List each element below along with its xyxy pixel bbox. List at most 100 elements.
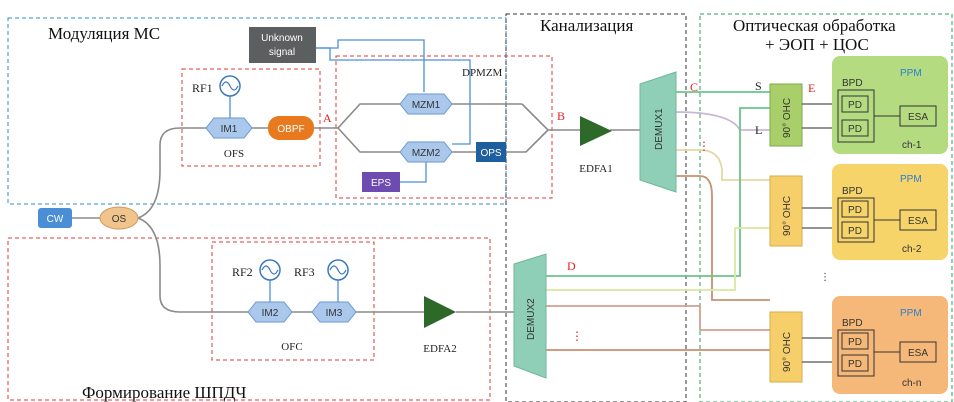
edfa1-label: EDFA1	[579, 163, 612, 175]
chn-bpd-frame	[837, 329, 875, 377]
ofc-frame	[211, 241, 375, 361]
unknown-signal-block	[249, 27, 316, 63]
im2-label: IM2	[262, 308, 279, 319]
edfa1-amplifier-icon	[580, 116, 612, 146]
rf1-sine-icon	[221, 81, 239, 91]
point-a-label: A	[323, 111, 332, 125]
chn-ohc-block	[769, 311, 803, 383]
ch2-pd-top	[841, 200, 869, 218]
optical-splitter	[99, 206, 139, 230]
chn-name: ch-n	[902, 378, 921, 389]
chn-ppm-block	[832, 296, 948, 394]
point-l-label: L	[755, 123, 762, 137]
rf2-sine-icon	[261, 265, 279, 275]
eps-label: EPS	[371, 178, 391, 189]
demux1-block	[639, 71, 677, 193]
demux1-ellipsis: ⋮	[698, 139, 710, 153]
os-label: OS	[112, 214, 127, 225]
demux2-ellipsis: ⋮	[571, 329, 583, 343]
fiber-lines	[72, 103, 640, 313]
chn-esa-label: ESA	[908, 348, 928, 359]
im3-label: IM3	[326, 308, 343, 319]
mzm2-modulator	[399, 141, 453, 163]
rf-control-lines	[229, 39, 471, 302]
rf1-label: RF1	[192, 81, 213, 95]
region-processing-frame	[699, 13, 953, 402]
ch2-pd-bottom	[841, 221, 869, 239]
im3-modulator	[311, 301, 357, 323]
im2-modulator	[247, 301, 293, 323]
ch2-ppm-label: PPM	[900, 174, 922, 185]
cw-laser	[38, 208, 72, 228]
cw-label: CW	[47, 214, 64, 225]
demux2-block	[513, 253, 547, 379]
region-processing-title-line1: Оптическая обработка	[733, 16, 896, 35]
region-modulation-title: Модуляция МС	[48, 24, 160, 43]
region-formation-title: Формирование ШПДЧ	[82, 383, 246, 402]
point-s-label: S	[755, 79, 762, 93]
ofc-label: OFC	[281, 341, 302, 353]
mzm1-label: MZM1	[412, 100, 441, 111]
channel-fibers	[546, 91, 770, 351]
dpmzm-label: DPMZM	[462, 67, 503, 79]
eps-shifter	[362, 172, 400, 192]
ch2-ohc-block	[769, 175, 803, 247]
ofs-label: OFS	[224, 148, 244, 160]
ch1-ppm-block	[832, 56, 948, 154]
ch1-pd-top	[841, 95, 869, 113]
chn-esa	[899, 341, 937, 363]
ch1-ohc-label: 90° OHC	[782, 98, 793, 138]
ch2-bpd-label: BPD	[842, 186, 863, 197]
ch1-name: ch-1	[902, 140, 922, 151]
unknown-signal-label-1: Unknown	[261, 33, 303, 44]
ch1-ppm-label: PPM	[900, 68, 922, 79]
chn-pd-top-label: PD	[848, 337, 862, 348]
ch1-pd-top-label: PD	[848, 100, 862, 111]
region-channelization-title: Канализация	[540, 16, 633, 35]
im1-label: IM1	[221, 124, 238, 135]
mzm1-modulator	[399, 93, 453, 115]
ch2-ppm-block	[832, 164, 948, 260]
point-c-label: C	[690, 80, 698, 94]
ops-label: OPS	[480, 148, 501, 159]
region-formation-frame	[7, 237, 491, 401]
chn-bpd-label: BPD	[842, 318, 863, 329]
ch1-ohc-block	[769, 83, 803, 147]
point-e-label: E	[808, 81, 815, 95]
point-d-label: D	[567, 259, 576, 273]
ch2-ohc-label: 90° OHC	[782, 196, 793, 236]
ch1-bpd-label: BPD	[842, 78, 863, 89]
ch1-pd-bottom-label: PD	[848, 124, 862, 135]
ch1-pd-bottom	[841, 119, 869, 137]
chn-pd-top	[841, 332, 869, 350]
dpmzm-frame	[335, 55, 553, 199]
unknown-signal-label-2: signal	[269, 47, 295, 58]
ch2-name: ch-2	[902, 244, 922, 255]
channels-ellipsis: ⋮	[820, 272, 830, 283]
chn-ohc-label: 90° OHC	[782, 332, 793, 372]
ch1-esa-label: ESA	[908, 112, 928, 123]
chn-ppm-label: PPM	[900, 308, 922, 319]
rf2-label: RF2	[232, 265, 253, 279]
demux1-label: DEMUX1	[654, 108, 665, 150]
rf3-sine-icon	[329, 265, 347, 275]
chn-pd-bottom-label: PD	[848, 359, 862, 370]
mzm2-label: MZM2	[412, 148, 441, 159]
ch1-esa	[899, 105, 937, 127]
im1-modulator	[205, 117, 253, 139]
edfa2-label: EDFA2	[423, 343, 456, 355]
ofs-frame	[181, 68, 321, 167]
rf3-label: RF3	[294, 265, 315, 279]
ch2-pd-bottom-label: PD	[848, 226, 862, 237]
chn-pd-bottom	[841, 354, 869, 372]
obpf-label: OBPF	[277, 124, 304, 135]
demux2-label: DEMUX2	[526, 298, 537, 340]
ops-shifter	[476, 142, 506, 162]
point-b-label: B	[557, 109, 565, 123]
obpf-filter	[268, 116, 314, 140]
ch2-esa-label: ESA	[908, 216, 928, 227]
edfa2-amplifier-icon	[424, 296, 456, 328]
ch2-pd-top-label: PD	[848, 205, 862, 216]
region-processing-title-line2: + ЭОП + ЦОС	[765, 35, 869, 54]
